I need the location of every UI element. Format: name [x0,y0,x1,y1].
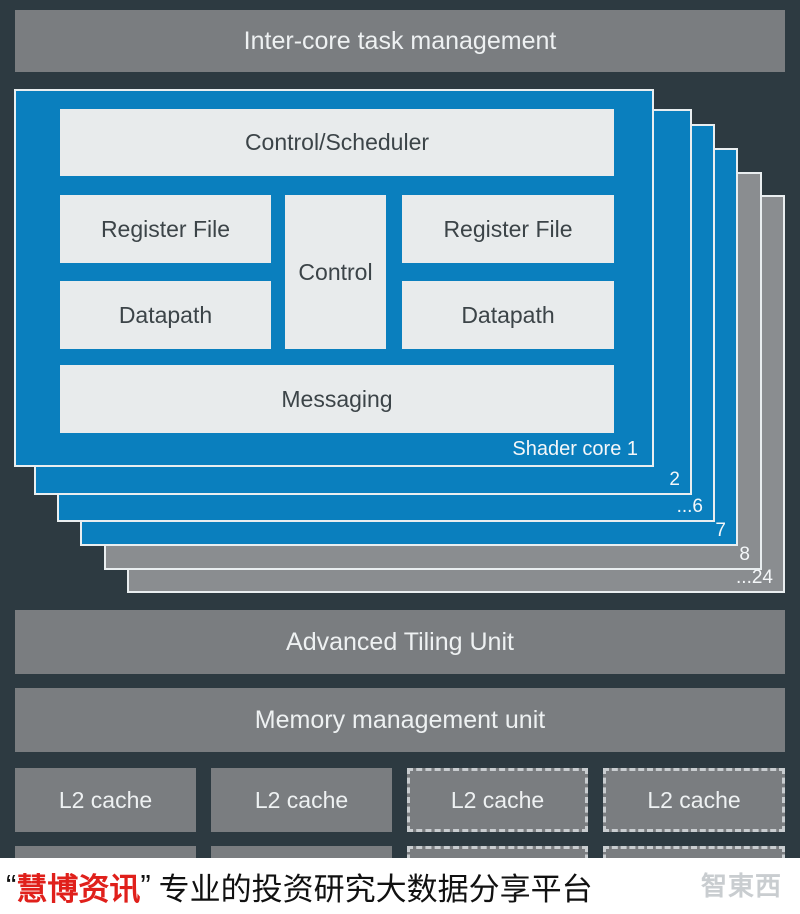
shader-core-1: Control/Scheduler Register File Datapath… [14,89,654,467]
footer-brand: 慧博资讯 [16,871,141,907]
l2-cache-3-label: L2 cache [450,786,545,813]
watermark-footer: “ 慧博资讯 ” 专业的投资研究大数据分享平台 [0,858,800,914]
datapath-right-label: Datapath [461,301,555,328]
control-label: Control [298,258,373,285]
datapath-right-block: Datapath [402,281,614,349]
memory-management-unit-bar: Memory management unit [15,688,785,752]
watermark-logo: 智東西 [700,871,782,901]
footer-close-quote: ” [140,868,151,903]
l2-cache-2: L2 cache [211,768,392,832]
datapath-left-label: Datapath [118,301,213,328]
messaging-label: Messaging [281,385,393,412]
footer-open-quote: “ [6,868,17,903]
register-file-left-label: Register File [100,215,231,242]
l2-cache-1-label: L2 cache [58,786,153,813]
register-file-right-block: Register File [402,195,614,263]
l2-cache-3: L2 cache [407,768,588,832]
memory-management-unit-label: Memory management unit [254,705,546,734]
l2-cache-4: L2 cache [603,768,785,832]
advanced-tiling-unit-bar: Advanced Tiling Unit [15,610,785,674]
footer-tagline: 专业的投资研究大数据分享平台 [158,871,593,907]
messaging-block: Messaging [60,365,614,433]
control-scheduler-label: Control/Scheduler [244,129,430,155]
register-file-right-label: Register File [443,215,573,242]
shader-core-layer-2-label: 2 [669,469,680,490]
inter-core-task-management-label: Inter-core task management [243,26,557,55]
shader-core-layer-7-label: 7 [715,520,726,541]
l2-cache-1: L2 cache [15,768,196,832]
datapath-left-block: Datapath [60,281,271,349]
control-block: Control [285,195,386,349]
shader-core-1-label: Shader core 1 [512,438,638,460]
inter-core-task-management-bar: Inter-core task management [15,10,785,72]
register-file-left-block: Register File [60,195,271,263]
shader-core-layer-24-label: ...24 [736,567,773,588]
advanced-tiling-unit-label: Advanced Tiling Unit [286,627,514,656]
control-scheduler-block: Control/Scheduler [60,109,614,176]
l2-cache-2-label: L2 cache [254,786,349,813]
shader-core-layer-6-label: ...6 [676,496,703,517]
shader-core-layer-8-label: 8 [739,544,750,565]
l2-cache-4-label: L2 cache [647,786,741,813]
